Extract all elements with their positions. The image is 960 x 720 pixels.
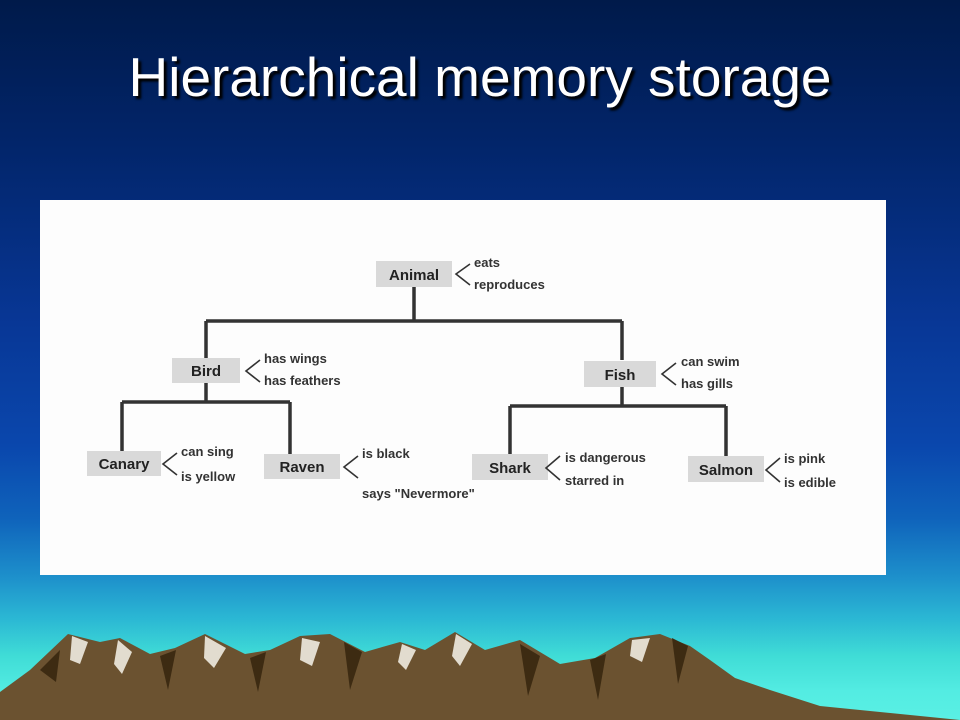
shadow xyxy=(250,652,266,692)
node-shark: Shark is dangerous starred in xyxy=(472,450,646,488)
property: has wings xyxy=(264,351,327,366)
node-box xyxy=(584,361,656,387)
shadow xyxy=(672,638,688,684)
property: is black xyxy=(362,446,410,461)
property-bracket xyxy=(764,457,781,483)
property: has feathers xyxy=(264,373,341,388)
property-bracket xyxy=(544,455,561,481)
property: can swim xyxy=(681,354,740,369)
property-bracket xyxy=(660,362,677,386)
node-box xyxy=(376,261,452,287)
node-box xyxy=(172,358,240,383)
node-label: Raven xyxy=(279,459,324,476)
mountain-snow-highlights xyxy=(70,634,650,674)
connector-bird-children xyxy=(120,383,292,454)
node-salmon: Salmon is pink is edible xyxy=(688,451,836,490)
property: has gills xyxy=(681,376,733,391)
node-raven: Raven is black says "Nevermore" xyxy=(264,446,475,501)
shadow xyxy=(590,654,606,700)
snow-patch xyxy=(70,636,88,664)
property: is yellow xyxy=(181,469,236,484)
node-animal: Animal eats reproduces xyxy=(376,255,545,292)
node-bird: Bird has wings has feathers xyxy=(172,351,341,388)
node-canary: Canary can sing is yellow xyxy=(87,444,236,484)
property: says "Nevermore" xyxy=(362,486,475,501)
mountain-silhouette xyxy=(0,632,960,720)
shadow xyxy=(344,642,362,690)
property: starred in xyxy=(565,473,624,488)
node-box xyxy=(264,454,340,479)
shadow xyxy=(40,650,60,682)
shadow xyxy=(520,644,540,696)
connectors xyxy=(120,287,728,456)
node-label: Bird xyxy=(191,363,221,380)
snow-patch xyxy=(452,634,472,666)
property: can sing xyxy=(181,444,234,459)
snow-patch xyxy=(204,636,226,668)
node-fish: Fish can swim has gills xyxy=(584,354,740,391)
property: reproduces xyxy=(474,277,545,292)
property: eats xyxy=(474,255,500,270)
node-label: Shark xyxy=(489,460,531,477)
property: is dangerous xyxy=(565,450,646,465)
node-box xyxy=(688,456,764,482)
diagram-panel: Animal eats reproduces Bird has wings ha… xyxy=(40,200,886,575)
node-label: Salmon xyxy=(699,462,753,479)
snow-patch xyxy=(114,640,132,674)
mountain-shadow-cracks xyxy=(40,638,688,700)
node-box xyxy=(472,454,548,480)
property-bracket xyxy=(454,263,471,286)
hierarchy-diagram: Animal eats reproduces Bird has wings ha… xyxy=(87,255,836,501)
snow-patch xyxy=(398,644,416,670)
connector-fish-children xyxy=(508,387,728,456)
property-bracket xyxy=(244,359,261,383)
connector-animal-bird-fish xyxy=(204,287,624,360)
snow-patch xyxy=(630,638,650,662)
shadow xyxy=(160,650,176,690)
node-label: Animal xyxy=(389,267,439,284)
property-bracket xyxy=(342,455,359,479)
property-bracket xyxy=(161,452,178,476)
property: is pink xyxy=(784,451,826,466)
node-box xyxy=(87,451,161,476)
node-label: Canary xyxy=(99,456,151,473)
property: is edible xyxy=(784,475,836,490)
snow-patch xyxy=(300,638,320,666)
node-label: Fish xyxy=(605,367,636,384)
mountain-range-illustration xyxy=(0,632,960,720)
slide-title: Hierarchical memory storage xyxy=(128,46,832,108)
